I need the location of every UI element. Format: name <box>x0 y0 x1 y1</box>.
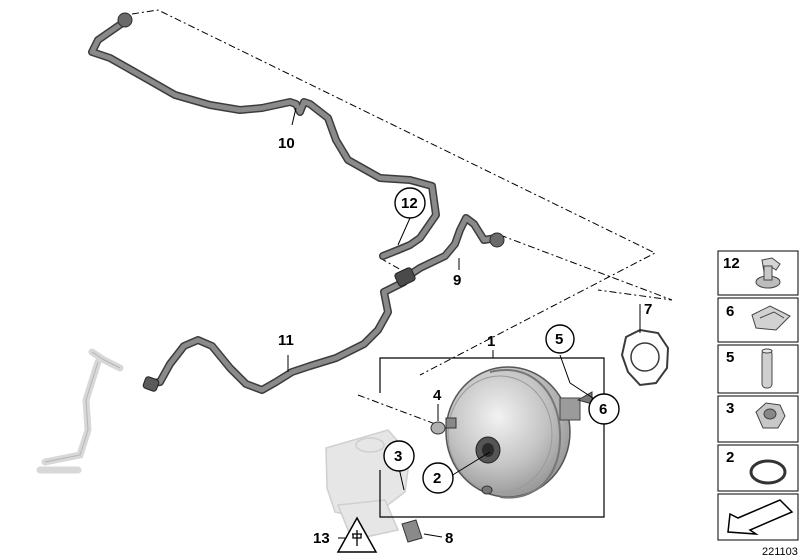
callout-12: 12 <box>401 195 418 212</box>
ghost-hose-outline <box>44 351 121 463</box>
hose-9-end-cap <box>489 232 505 248</box>
leader-line-upper-hose <box>131 9 657 376</box>
legend-cell-12 <box>717 250 799 296</box>
electrical-warning-icon <box>336 516 378 553</box>
gasket-7 <box>620 328 670 387</box>
callout-1: 1 <box>487 333 495 350</box>
leader-lines <box>131 9 673 426</box>
callout-2: 2 <box>433 470 441 487</box>
hose-9 <box>404 214 500 280</box>
callout-4: 4 <box>433 387 442 404</box>
diagram-id: 221103 <box>762 546 798 558</box>
o-ring-icon <box>749 459 787 485</box>
assembly-box <box>379 357 605 518</box>
legend-cell-5 <box>717 344 799 394</box>
hose-11-end-connector <box>142 376 160 392</box>
legend-number-2: 2 <box>726 449 734 466</box>
label-leaders <box>287 107 641 539</box>
legend-number-5: 5 <box>726 349 734 366</box>
hose-connector <box>394 267 416 287</box>
legend-number-3: 3 <box>726 400 734 417</box>
callout-2-circle <box>422 462 454 494</box>
callout-11: 11 <box>278 332 294 349</box>
callout-3: 3 <box>394 448 402 465</box>
connector-8 <box>401 519 423 543</box>
callout-13: 13 <box>313 530 330 547</box>
hose-10-end-cap <box>117 12 133 28</box>
pointer-arrow-icon <box>727 499 794 535</box>
leader-line-to-booster <box>379 257 411 276</box>
legend-cell-3 <box>717 395 799 443</box>
leader-line-lower <box>357 394 439 426</box>
hose-clip-icon <box>755 257 781 289</box>
callout-5-circle <box>545 324 575 354</box>
fitting-4 <box>430 421 446 435</box>
hex-nut-icon <box>755 402 786 429</box>
callout-8: 8 <box>445 530 453 547</box>
callout-5: 5 <box>555 331 563 348</box>
ghost-hose-left <box>36 348 124 474</box>
callout-10: 10 <box>278 135 295 152</box>
callout-6: 6 <box>599 401 607 418</box>
legend-panel: 12 6 5 3 2 <box>717 250 799 541</box>
callout-9: 9 <box>453 272 461 289</box>
legend-number-6: 6 <box>726 303 734 320</box>
leader-line-middle <box>499 234 673 301</box>
spring-clip-icon <box>751 305 791 331</box>
legend-number-12: 12 <box>723 255 740 272</box>
callout-7: 7 <box>644 301 652 318</box>
legend-cell-2 <box>717 444 799 492</box>
callout-12-circle <box>394 187 426 219</box>
brake-booster <box>445 366 593 499</box>
callout-3-circle <box>383 440 415 472</box>
pin-icon <box>761 348 773 389</box>
callout-6-circle <box>588 393 620 425</box>
hose-11 <box>144 278 408 394</box>
hose-10 <box>88 18 440 260</box>
